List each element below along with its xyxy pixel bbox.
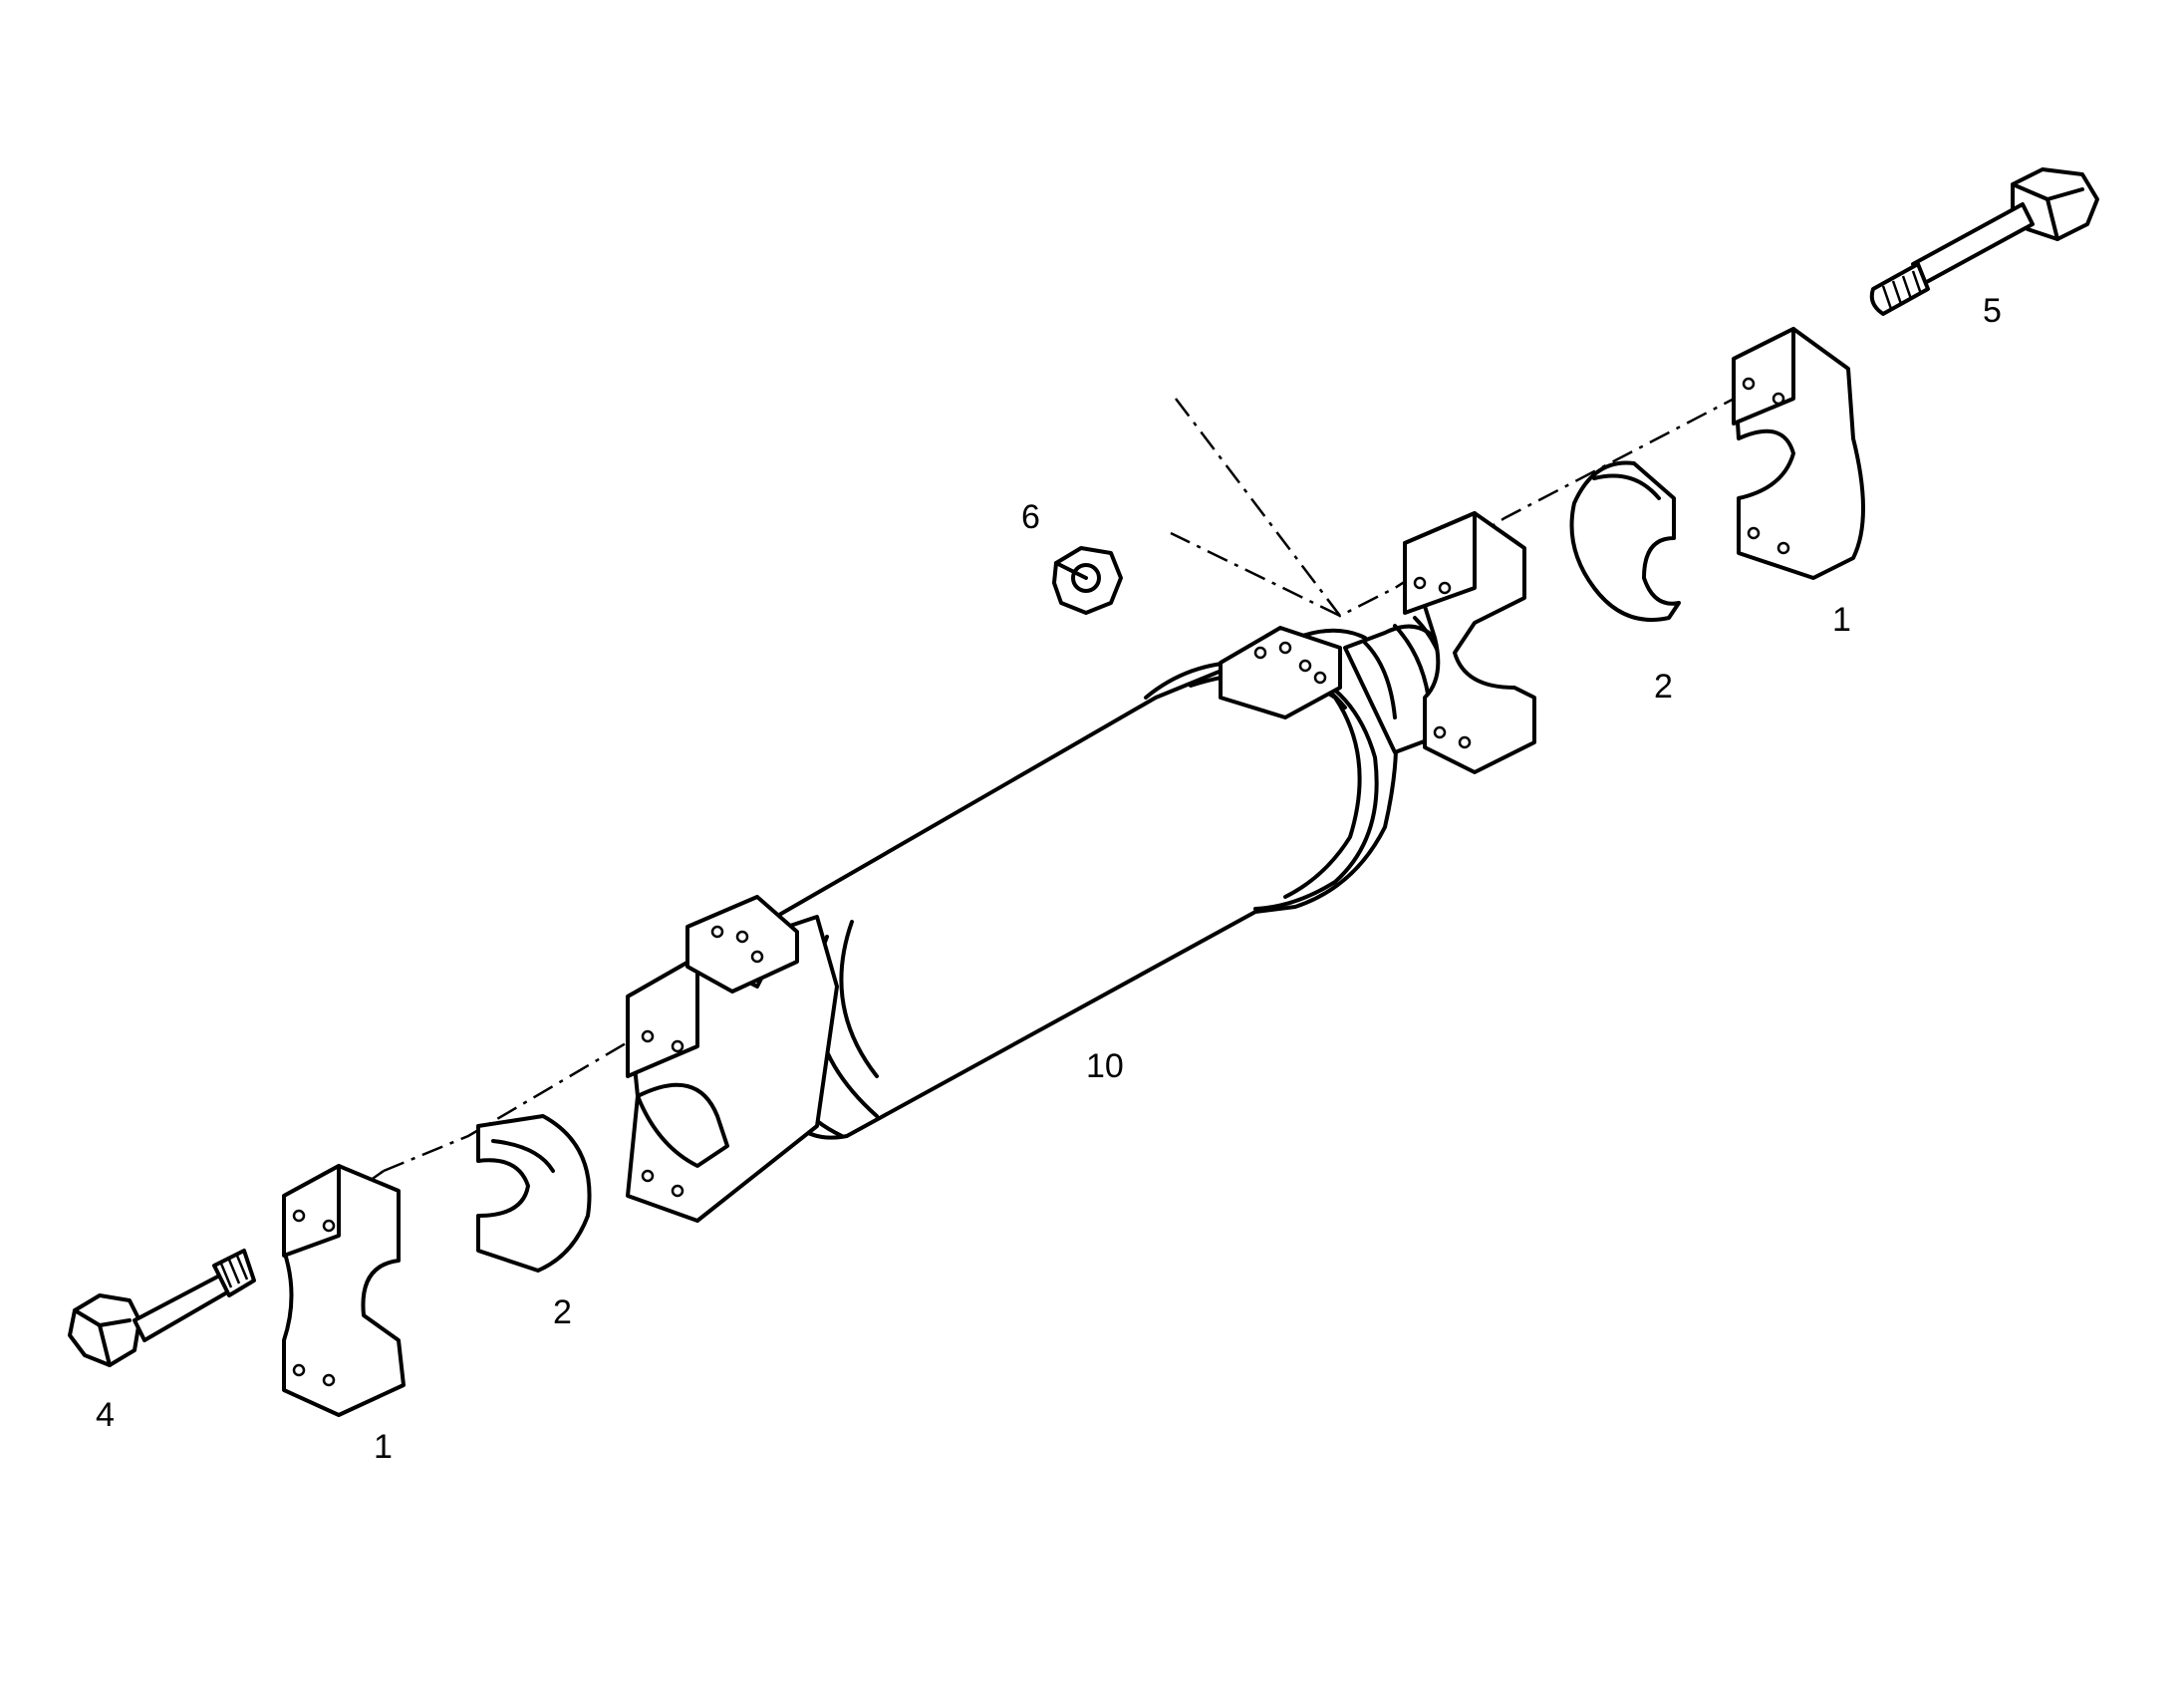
callout-part-6: 6 — [1021, 498, 1040, 536]
bolt-part-4 — [68, 1249, 256, 1367]
clamp-half-part-1-upper — [1732, 327, 1865, 580]
callout-part-2-lower: 2 — [553, 1293, 572, 1331]
saddle-insert-part-2-lower — [476, 1114, 592, 1273]
callout-part-1-lower: 1 — [374, 1428, 393, 1466]
saddle-insert-part-2-upper — [1569, 460, 1681, 622]
clamp-half-part-1-lower — [282, 1164, 406, 1417]
callout-part-1-upper: 1 — [1832, 601, 1851, 639]
callout-part-10: 10 — [1086, 1047, 1124, 1085]
nut-part-6 — [1052, 546, 1123, 615]
cylinder-body-part-10 — [626, 511, 1536, 1223]
callout-part-4: 4 — [96, 1396, 115, 1434]
callout-part-5: 5 — [1983, 292, 2002, 330]
bolt-part-5 — [1869, 167, 2099, 316]
callout-part-2-upper: 2 — [1654, 668, 1673, 706]
